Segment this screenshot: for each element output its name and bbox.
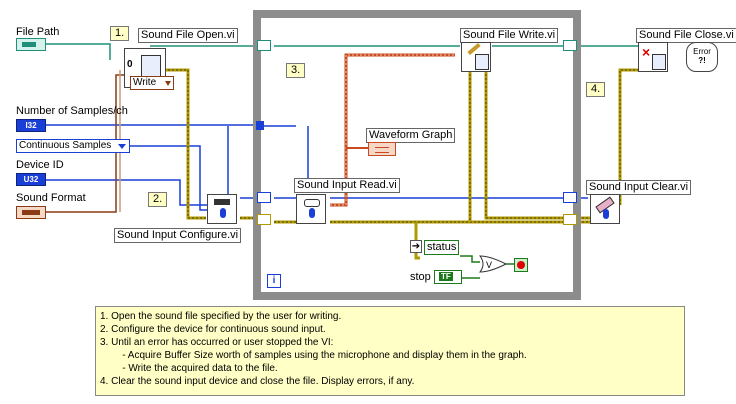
microphone-icon [309,208,315,218]
loop-iteration-terminal: i [267,274,281,288]
stop-label: stop [410,271,431,283]
chevron-down-icon [165,81,171,86]
write-mode-ring[interactable]: Write [130,76,174,90]
status-indicator-label: status [424,240,460,255]
microphone-icon [220,208,226,218]
step-4-label: 4. [586,82,606,97]
stop-sign-icon [517,261,525,269]
chevron-down-icon [118,144,126,149]
file-icon [652,54,666,70]
open-vi-label: Sound File Open.vi [138,28,238,43]
device-id-label: Device ID [16,159,64,171]
close-vi-label: Sound File Close.vi [636,28,736,43]
close-icon: × [642,44,651,60]
comment-line: 1. Open the sound file specified by the … [100,311,342,322]
step-2-label: 2. [148,192,168,207]
comment-line: - Write the acquired data to the file. [100,363,278,374]
status-unbundle-arrow: ➔ [410,240,422,253]
file-path-label: File Path [16,26,60,38]
step-1-label: 1. [110,26,130,41]
num-samples-terminal[interactable]: I32 [16,119,46,132]
glasses-icon [304,199,320,207]
microphone-icon [603,209,609,219]
sound-format-terminal[interactable] [16,206,46,219]
sound-format-label: Sound Format [16,192,86,204]
wrench-icon [214,199,230,205]
waveform-graph-label: Waveform Graph [366,128,456,143]
write-mode-value: Write [133,77,157,88]
comment-box: 1. Open the sound file specified by the … [95,306,685,396]
write-vi-label: Sound File Write.vi [460,28,559,43]
configure-vi-node[interactable] [207,194,237,224]
loop-iteration-label: i [272,275,276,286]
write-vi-node[interactable] [461,42,491,72]
file-path-terminal[interactable] [16,38,46,51]
warning-icon: ?! [698,56,706,65]
clear-vi-node[interactable] [590,194,620,224]
comment-line: 4. Clear the sound input device and clos… [100,376,415,387]
stop-button-terminal[interactable]: TF [434,270,462,284]
error-handler-node[interactable]: Error ?! [686,42,718,72]
sample-mode-value: Continuous Samples [19,140,112,151]
loop-tunnel-error-right [563,214,577,225]
loop-tunnel-error-left [257,214,271,225]
close-vi-node[interactable]: × [638,42,668,72]
configure-vi-label: Sound Input Configure.vi [114,228,242,243]
step-3-label: 3. [286,63,306,78]
sample-mode-ring[interactable]: Continuous Samples [16,139,130,153]
device-id-terminal[interactable]: U32 [16,173,46,186]
waveform-graph-terminal[interactable] [368,142,396,156]
read-vi-node[interactable] [296,194,326,224]
comment-line: 3. Until an error has occurred or user s… [100,337,334,348]
file-icon [475,54,489,70]
cluster-icon [22,210,40,215]
loop-tunnel-path-right [563,40,577,51]
read-vi-label: Sound Input Read.vi [294,178,400,193]
loop-tunnel-int-left [257,192,271,203]
clear-vi-label: Sound Input Clear.vi [586,180,692,195]
loop-tunnel-int-right [563,192,577,203]
wave-icon [375,147,389,153]
loop-condition-stop-icon[interactable] [514,258,528,272]
path-icon [22,42,36,47]
stop-tf-text: TF [439,272,453,281]
open-vi-zero: 0 [127,59,133,70]
comment-line: - Acquire Buffer Size worth of samples u… [100,350,527,361]
comment-line: 2. Configure the device for continuous s… [100,324,326,335]
error-text: Error [693,47,711,56]
while-loop-border [253,10,581,300]
loop-tunnel-path-left [257,40,271,51]
num-samples-label: Number of Samples/ch [16,105,128,117]
svg-text:V: V [486,260,492,270]
